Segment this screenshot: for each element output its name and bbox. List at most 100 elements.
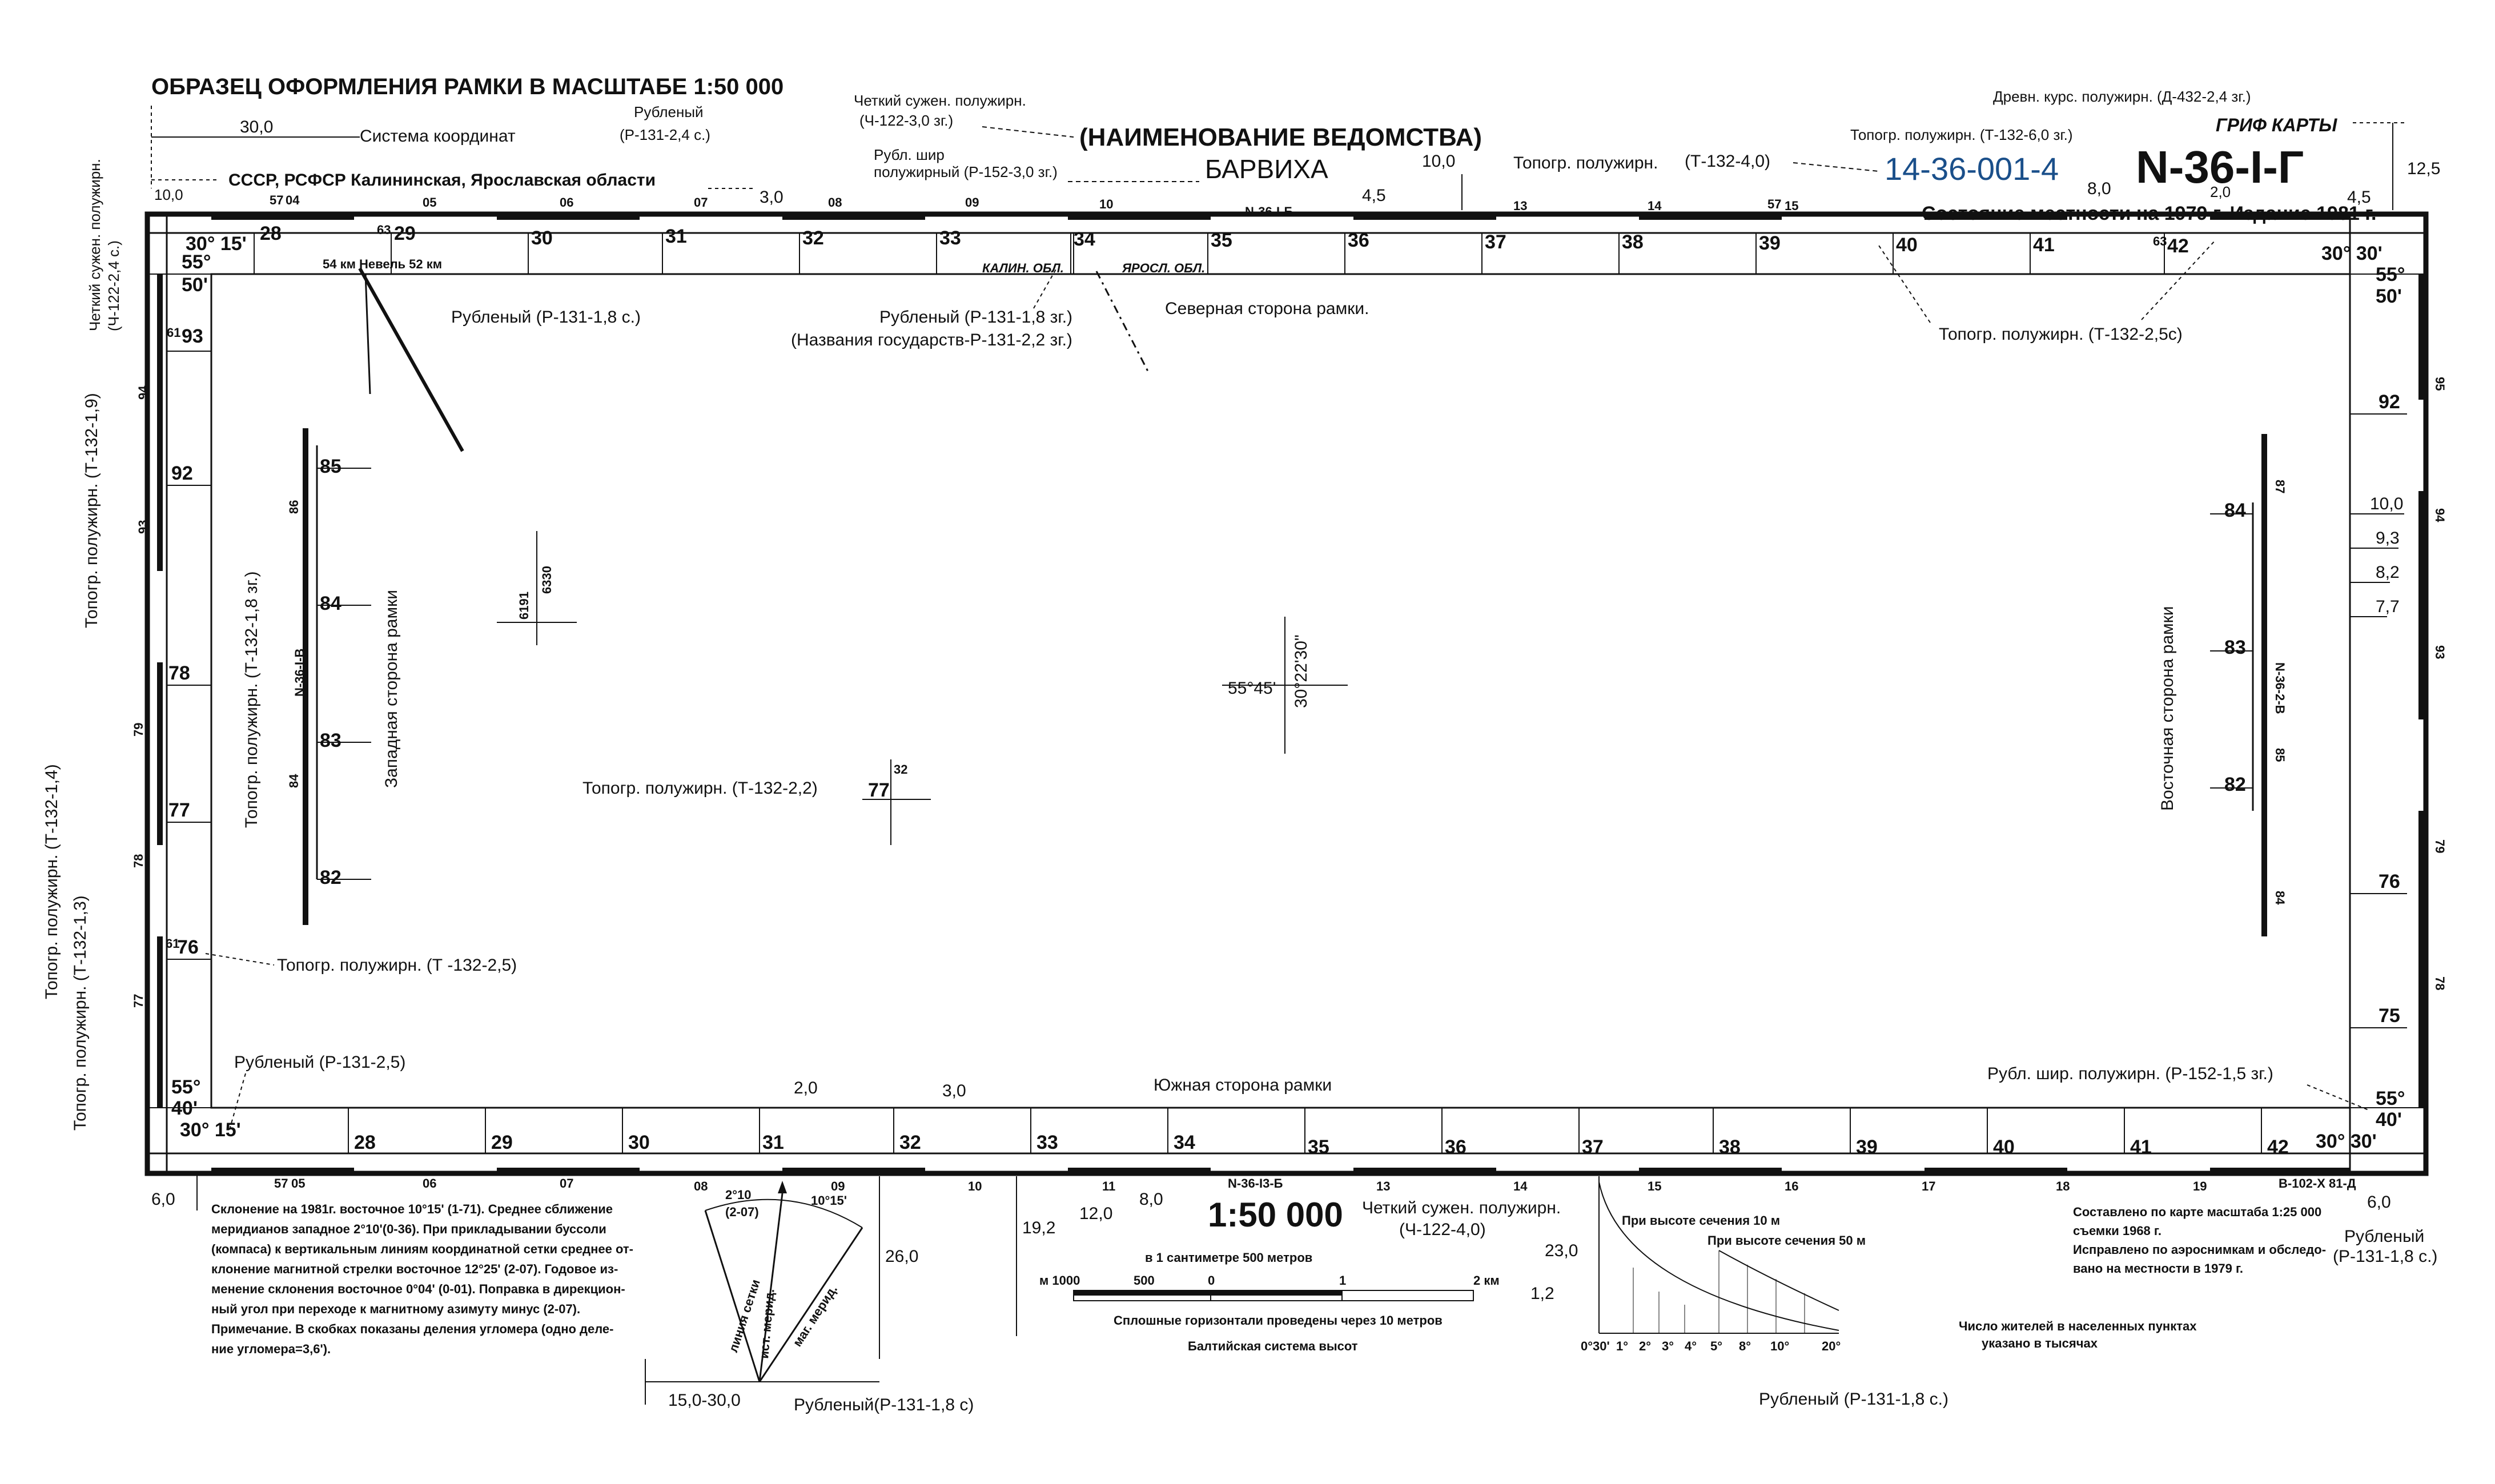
ann-rub-kalin: Рубленый (Р-131-1,8 зг.) [879,308,1072,327]
regions: СССР, РСФСР Калининская, Ярославская обл… [228,171,656,190]
ann-topo-2-5: Топогр. полужирн. (Т -132-2,5) [277,956,517,975]
slope-tick: 4° [1685,1339,1697,1353]
grid-right-v: 95 [2433,377,2447,391]
sheet-code: 14-36-001-4 [1885,151,2059,187]
adj-west: N-36-I-В [292,649,307,697]
ann-topo-1-8: Топогр. полужирн. (Т-132-1,8 зг.) [242,571,261,828]
sheet-font-label: Рубл. шир [874,146,945,163]
minor-top: 13 [1513,199,1527,213]
ann-rub-1-8: Рубленый (Р-131-1,8 с.) [451,308,641,327]
minor-top: 07 [694,195,708,210]
point-b: 6191 [517,592,531,620]
minor-top: 63 [377,223,391,237]
slope-tick: 8° [1739,1339,1751,1353]
corner-ne-lat-b: 50' [2376,285,2402,307]
ann-rub-2-5: Рубленый (Р-131-2,5) [234,1053,405,1072]
dim-10-0: 10,0 [1422,152,1455,171]
ann-topo-1-9: Топогр. полужирн. (Т-132-1,9) [82,393,101,628]
grid-top: 39 [1759,232,1781,254]
minor-top: 10 [1099,197,1113,211]
west-inner: 83 [320,730,341,751]
sample-title: ОБРАЗЕЦ ОФОРМЛЕНИЯ РАМКИ В МАСШТАБЕ 1:50… [151,74,784,99]
compiled-line: Исправлено по аэроснимкам и обследо- [2073,1242,2326,1257]
slope-tick: 0°30' [1581,1339,1610,1353]
grid-bottom: 35 [1308,1136,1329,1158]
grid-left: 92 [171,463,193,484]
corner-se-lat-a: 55° [2376,1088,2405,1109]
grid-left: 77 [168,799,190,821]
grid-bottom: 33 [1036,1132,1058,1153]
east-inner: 83 [2224,637,2246,658]
topo-spec: (Т-132-4,0) [1685,152,1770,171]
minor-top: 04 [286,193,300,207]
minor-bottom: 16 [1785,1179,1798,1193]
inner-frame [210,273,2351,1109]
decl-line: ние угломера=3,6'). [211,1342,331,1356]
grid-bottom: 28 [354,1132,376,1153]
compiled-line: вано на местности в 1979 г. [2073,1261,2243,1276]
dim-8-0: 8,0 [2087,179,2111,198]
grid-left: 93 [182,325,203,347]
center-lat: 55°45' [1228,679,1276,698]
grid-left-v: 93 [136,520,150,534]
grid-top: 42 [2167,235,2189,257]
regions-font-spec: (Р-131-2,4 с.) [620,126,710,143]
dim-1-2: 1,2 [1530,1284,1554,1303]
minor-bottom: 08 [694,1179,708,1193]
coord-dim: 30,0 [240,118,273,136]
minor-bottom: 05 [291,1176,305,1191]
corner-nw-lat-a: 55° [182,251,211,273]
topo-label: Топогр. полужирн. [1513,154,1658,172]
west-side-label: Западная сторона рамки [382,590,401,788]
dim-15-30: 15,0-30,0 [668,1391,741,1410]
corner-sw-lat-a: 55° [171,1076,200,1098]
minor-top: 57 [1767,197,1781,211]
top-grid-labels: 28 29 30 31 32 33 34 35 36 37 38 39 40 4… [260,223,2189,257]
nevel: 54 км Невель 52 км [323,257,442,271]
rub-small: Рубленый(Р-131-1,8 с) [794,1395,974,1414]
minor-top: 63 [2153,234,2167,248]
corner-se-lat-b: 40' [2376,1109,2402,1131]
grid-bottom: 39 [1856,1136,1878,1158]
regions-font-label: Рубленый [634,103,704,120]
dim-2-0: 2,0 [2210,183,2231,200]
code-font: Топогр. полужирн. (Т-132-6,0 зг.) [1850,126,2073,143]
height-system: Балтийская система высот [1188,1339,1358,1353]
corner-nw-lat-b: 50' [182,274,208,296]
scale: 1:50 000 [1208,1196,1343,1234]
scale-bar: м 1000 500 0 1 2 км [1039,1273,1500,1301]
left-prefix: 61 [167,325,180,340]
corner-se-lon: 30° 30' [2316,1131,2377,1152]
grid-bottom: 42 [2267,1136,2289,1158]
residents-2: указано в тысячах [1982,1336,2098,1350]
minor-top: 06 [560,195,573,210]
minor-bottom: 14 [1513,1179,1528,1193]
decl-line: меридианов западное 2°10'(0-36). При при… [211,1222,606,1236]
angle-c: 10°15' [811,1193,847,1208]
ann-topo-1-3: Топогр. полужирн. (Т-132-1,3) [71,895,90,1131]
minor-top: 05 [423,195,436,210]
interior-grid-label: Топогр. полужирн. (Т-132-2,2) [582,779,818,798]
north-side-label: Северная сторона рамки. [1165,299,1369,318]
minor-bottom: 11 [1102,1179,1115,1193]
east-inner-v: 84 [2273,891,2287,905]
angle-a: 2°10 [725,1188,752,1202]
dim-6-0-right: 6,0 [2367,1193,2391,1212]
merid-grid: линия сетки [726,1278,763,1354]
slope-10: При высоте сечения 10 м [1622,1213,1780,1228]
scale-font: Четкий сужен. полужирн. [1362,1199,1561,1217]
bar-label: 500 [1134,1273,1155,1288]
grif-label: ГРИФ КАРТЫ [2216,115,2337,135]
minor-bottom: 07 [560,1176,573,1191]
grid-top: 31 [665,226,687,247]
grid-left-v: 77 [131,994,146,1008]
ann-topo-1-4: Топогр. полужирн. (Т-132-1,4) [42,764,61,999]
slope-50: При высоте сечения 50 м [1707,1233,1866,1248]
dim-3-0: 3,0 [760,188,784,207]
minor-top: 08 [828,195,842,210]
bar-label: м 1000 [1039,1273,1080,1288]
interior-grid-b: 77 [868,779,890,801]
department-name: (НАИМЕНОВАНИЕ ВЕДОМСТВА) [1079,123,1482,151]
bar-label: 0 [1208,1273,1215,1288]
slope-tick: 5° [1710,1339,1722,1353]
